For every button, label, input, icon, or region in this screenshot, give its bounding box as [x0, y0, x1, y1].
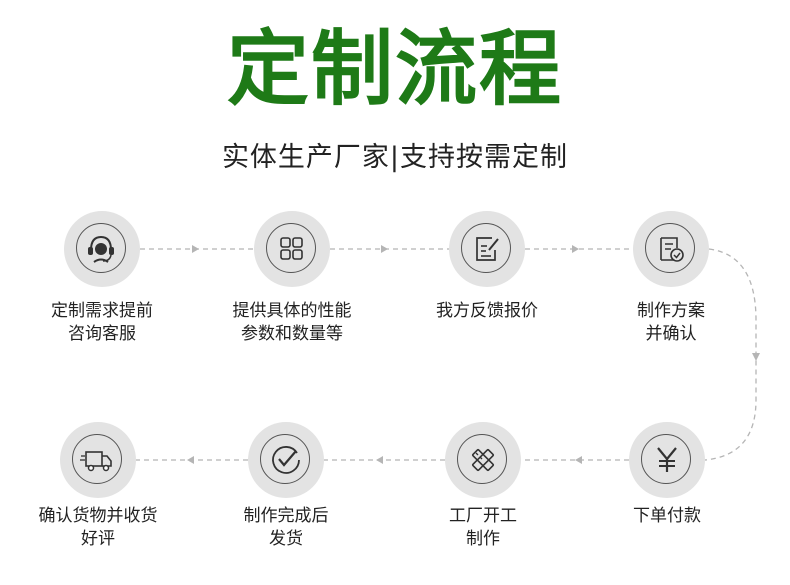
arrowhead-5-6 [575, 456, 582, 464]
checkmark-icon [260, 434, 310, 484]
arrowhead-6-7 [376, 456, 383, 464]
step-1-line1: 定制需求提前 [51, 301, 153, 321]
pencil-ruler-icon [457, 434, 507, 484]
step-1-label: 定制需求提前 咨询客服 [22, 300, 182, 346]
connector-4-5 [704, 248, 757, 461]
arrowhead-3-4 [572, 245, 579, 253]
edit-document-icon [461, 223, 511, 273]
step-2-label: 提供具体的性能 参数和数量等 [212, 300, 372, 346]
yen-icon [641, 434, 691, 484]
step-6-label: 工厂开工 制作 [403, 505, 563, 551]
step-4-circle [633, 211, 709, 287]
arrowhead-4-5 [752, 353, 760, 361]
arrowhead-1-2 [192, 245, 199, 253]
step-7-line1: 制作完成后 [243, 506, 329, 526]
step-3-label: 我方反馈报价 [407, 300, 567, 323]
step-6-circle [445, 422, 521, 498]
step-3-circle [449, 211, 525, 287]
step-7-circle [248, 422, 324, 498]
arrowhead-7-8 [187, 456, 194, 464]
step-8-line1: 确认货物并收货 [38, 506, 158, 526]
step-1-line2: 咨询客服 [68, 324, 136, 344]
step-2-circle [254, 211, 330, 287]
grid-icon [266, 223, 316, 273]
approved-document-icon [645, 223, 695, 273]
step-4-line1: 制作方案 [637, 301, 705, 321]
page-subtitle: 实体生产厂家|支持按需定制 [221, 142, 569, 173]
step-4-label: 制作方案 并确认 [591, 300, 751, 346]
step-2-line2: 参数和数量等 [241, 324, 343, 344]
headset-icon [76, 223, 126, 273]
page-title: 定制流程 [226, 22, 563, 117]
step-8-line2: 好评 [81, 529, 115, 549]
step-6-line2: 制作 [466, 529, 500, 549]
step-6-line1: 工厂开工 [449, 506, 517, 526]
step-2-line1: 提供具体的性能 [232, 301, 352, 321]
step-5-label: 下单付款 [587, 505, 747, 528]
step-5-line1: 下单付款 [633, 506, 701, 526]
step-5-circle [629, 422, 705, 498]
step-4-line2: 并确认 [645, 324, 697, 344]
step-7-label: 制作完成后 发货 [206, 505, 366, 551]
arrowhead-2-3 [381, 245, 388, 253]
step-7-line2: 发货 [269, 529, 303, 549]
step-8-circle [60, 422, 136, 498]
delivery-truck-icon [72, 434, 122, 484]
step-8-label: 确认货物并收货 好评 [18, 505, 178, 551]
step-1-circle [64, 211, 140, 287]
step-3-line1: 我方反馈报价 [436, 301, 538, 321]
